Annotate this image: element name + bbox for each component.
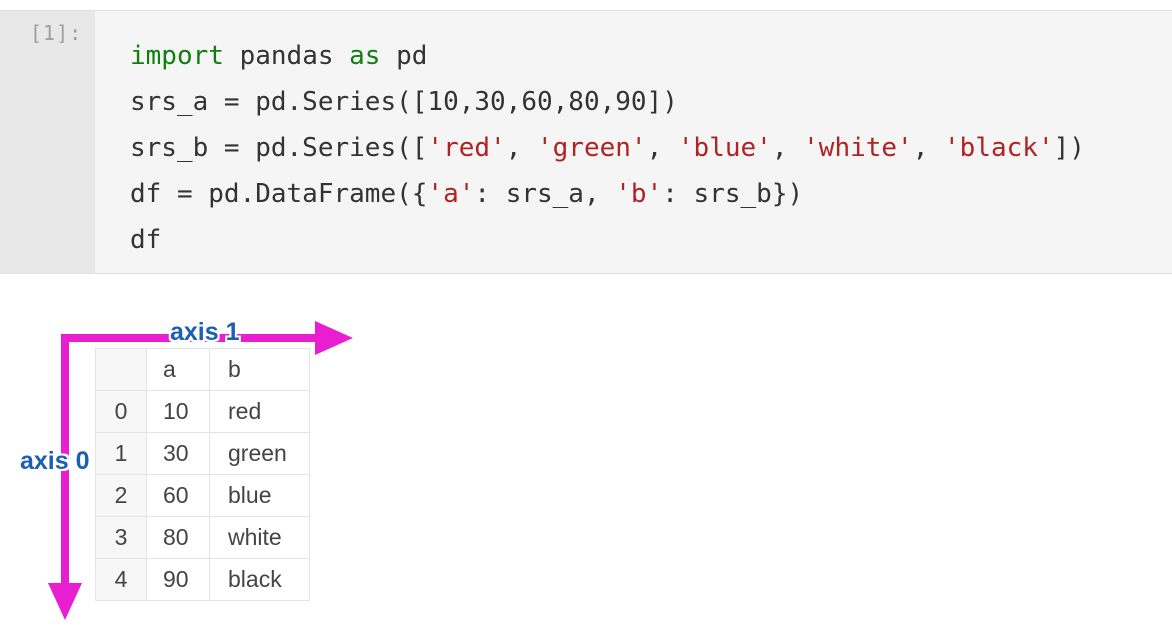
code-line: df [130,217,1085,263]
code-string: 'white' [803,133,913,163]
index-header [95,348,147,391]
cell-a: 80 [146,516,210,559]
code-cell[interactable]: [1]: import pandas as pd srs_a = pd.Serie… [0,10,1172,274]
row-index: 1 [95,432,147,475]
cell-a: 30 [146,432,210,475]
code-string: 'red' [427,133,506,163]
code-keyword: as [349,41,381,71]
table-row: 0 10 red [95,390,310,433]
cell-b: red [209,390,310,433]
code-token: pandas [223,41,350,71]
code-keyword: import [130,41,224,71]
cell-a: 60 [146,474,210,517]
table-row: 3 80 white [95,516,310,559]
code-token: , [646,133,678,163]
code-string: 'black' [944,133,1054,163]
axis-0-label: axis 0 [20,447,90,475]
code-string: 'b' [615,179,663,209]
code-token: : srs_b}) [662,179,804,209]
code-token: , [505,133,538,163]
code-string: 'a' [427,179,475,209]
row-index: 3 [95,516,147,559]
code-token: , [912,133,945,163]
axis-arrows [48,321,353,620]
arrow-group [48,321,353,620]
code-line: df = pd.DataFrame({'a': srs_a, 'b': srs_… [130,171,1085,217]
code-line: srs_a = pd.Series([10,30,60,80,90]) [130,79,1085,125]
code-token: df = pd.DataFrame({ [130,179,428,209]
code-token: df [130,225,162,255]
axis-0-arrow-head [48,583,82,620]
cell-b: black [209,558,310,601]
cell-output: a b 0 10 red 1 30 green 2 60 blue 3 80 [0,290,1172,634]
code-token: srs_b = pd.Series([ [130,133,428,163]
cell-b: white [209,516,310,559]
code-line: srs_b = pd.Series(['red', 'green', 'blue… [130,125,1085,171]
axis-1-arrow-head [315,321,353,355]
cell-a: 90 [146,558,210,601]
column-header-b: b [209,348,310,391]
cell-b: blue [209,474,310,517]
code-editor[interactable]: import pandas as pd srs_a = pd.Series([10… [130,33,1085,263]
prompt-gutter: [1]: [0,11,95,273]
row-index: 2 [95,474,147,517]
table-row: 1 30 green [95,432,310,475]
code-line: import pandas as pd [130,33,1085,79]
cell-a: 10 [146,390,210,433]
code-string: 'green' [537,133,647,163]
code-token: ]) [1053,133,1085,163]
code-token: , [771,133,804,163]
execution-prompt: [1]: [30,21,83,45]
table-row: 4 90 black [95,558,310,601]
code-token: : srs_a, [474,179,616,209]
axis-1-label: axis 1 [170,318,240,346]
dataframe-table: a b 0 10 red 1 30 green 2 60 blue 3 80 [95,348,310,601]
table-row: 2 60 blue [95,474,310,517]
code-string: 'blue' [677,133,772,163]
code-token: pd [380,41,428,71]
cell-b: green [209,432,310,475]
code-token: srs_a = pd.Series([10,30,60,80,90]) [130,87,678,117]
